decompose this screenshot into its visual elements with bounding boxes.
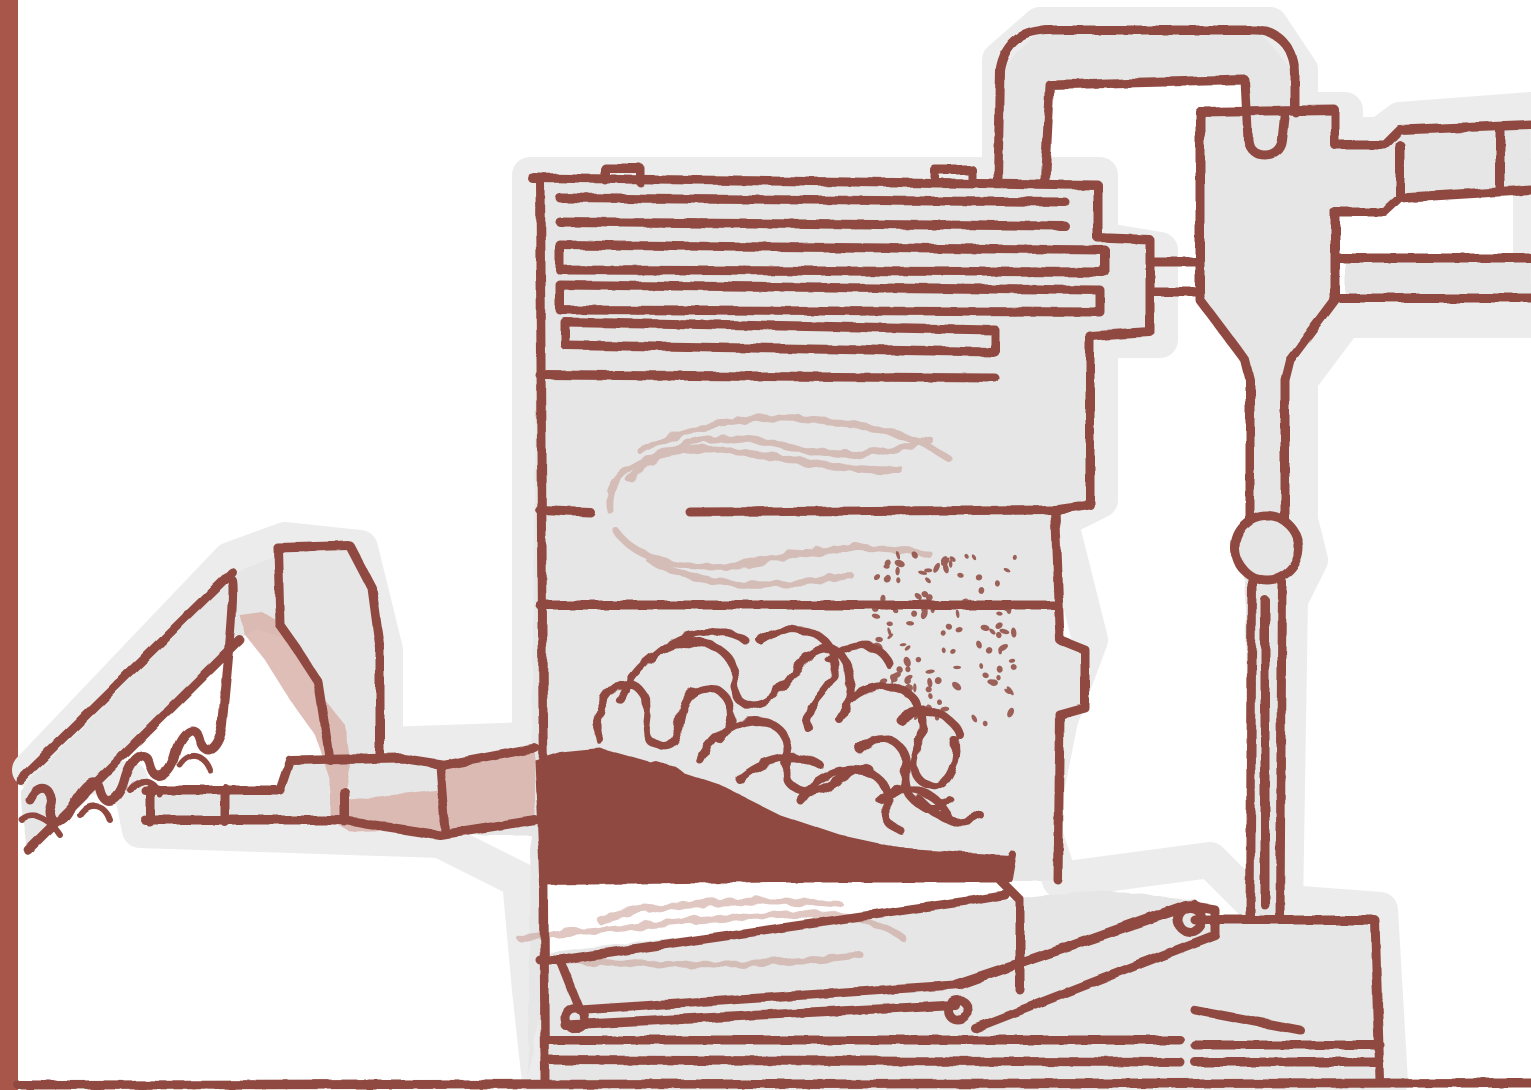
ember [913, 683, 916, 692]
base-line [18, 1083, 1531, 1085]
ember [953, 666, 961, 669]
dust-bin-fill [1195, 920, 1380, 1080]
